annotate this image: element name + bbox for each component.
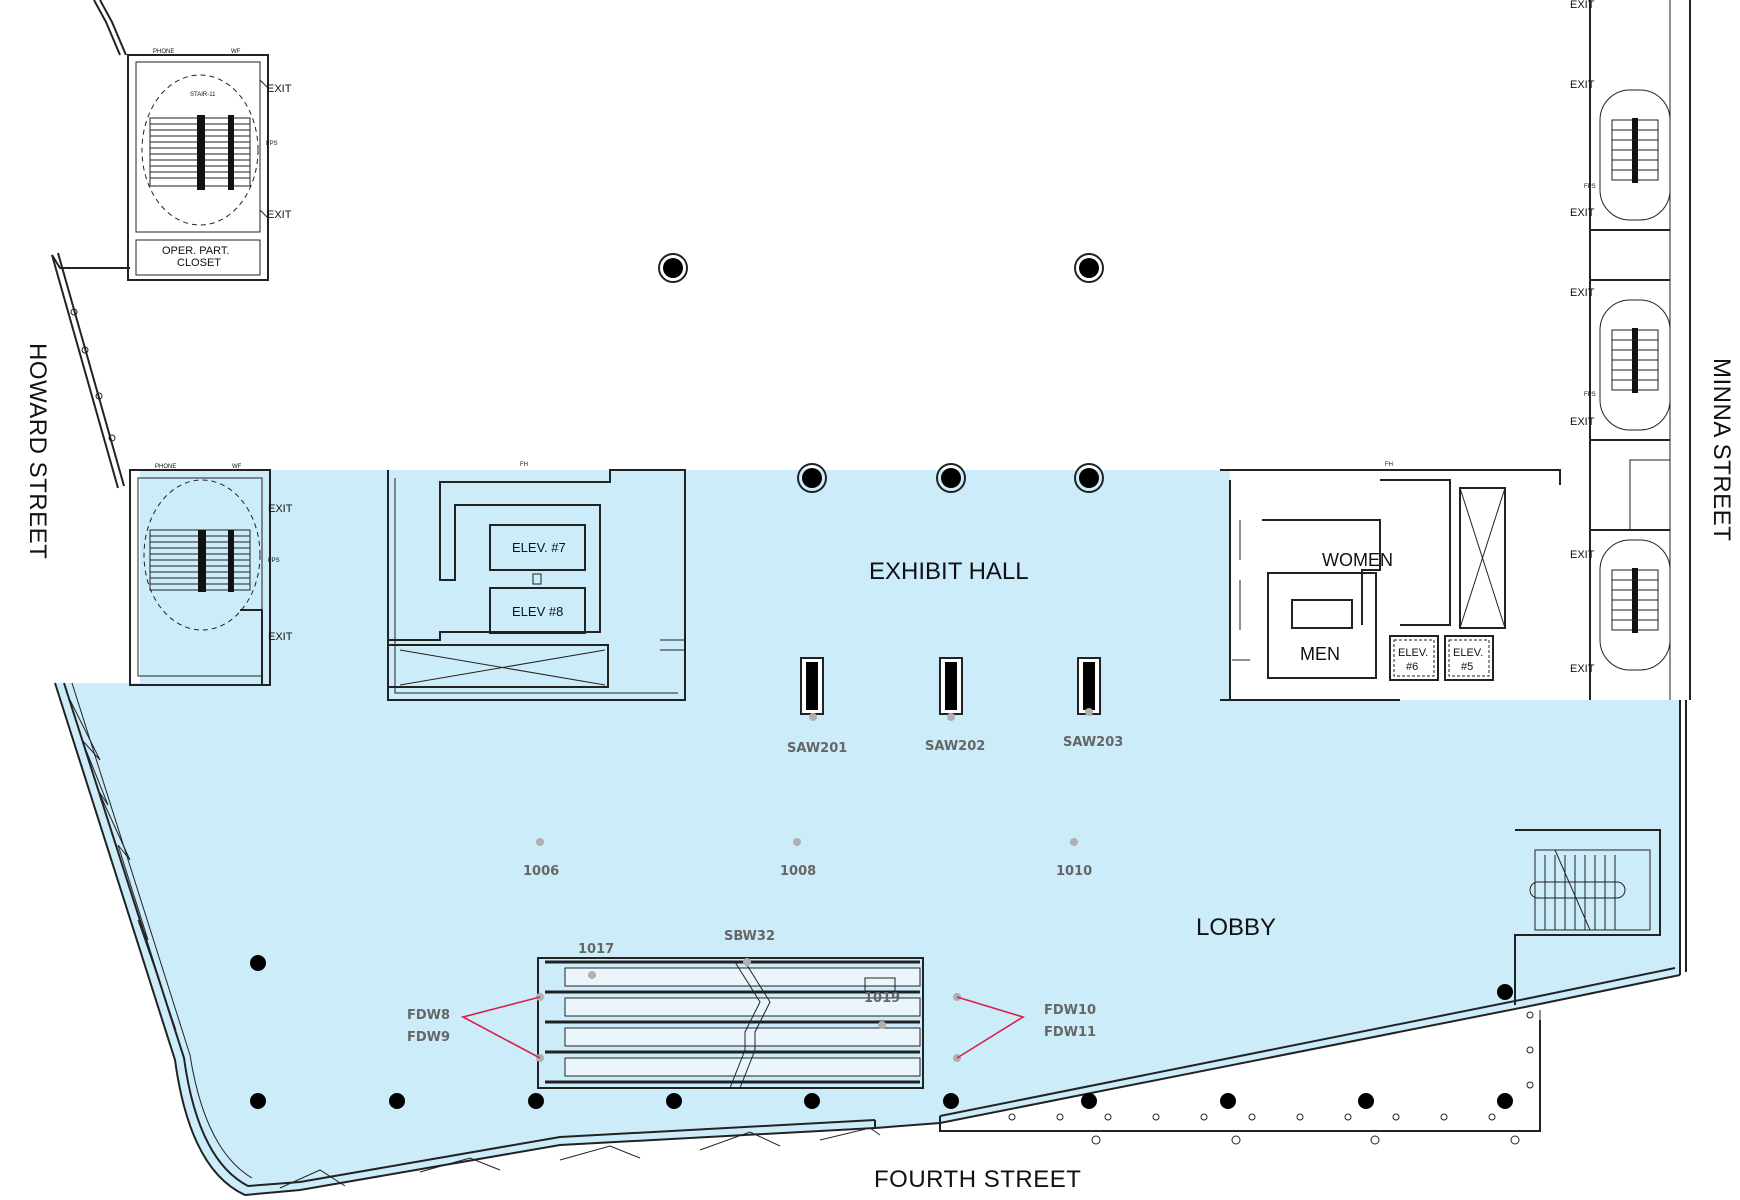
fourth-street-label: FOURTH STREET [874,1166,1081,1193]
fh-label-core: FH [520,462,528,468]
exit-label-e6: EXIT [1570,663,1595,675]
exit-label-e3: EXIT [1570,287,1595,299]
display-panels [800,657,1101,715]
exit-label-nw1: EXIT [267,83,292,95]
columns [250,253,1513,1109]
fps-label-nw: FPS [266,141,278,147]
elevator-5-label-line1: ELEV. [1453,647,1483,659]
booth-saw202[interactable]: SAW202 [925,739,985,754]
stair-treads [149,115,251,190]
exit-label-e4: EXIT [1570,416,1595,428]
stair-core-east [1589,0,1691,700]
elevator-5-label-line2: #5 [1461,661,1473,673]
booth-saw201[interactable]: SAW201 [787,741,847,756]
men-label: MEN [1300,644,1340,664]
booth-1010[interactable]: 1010 [1056,864,1092,879]
fps-label-sw: FPS [268,558,280,564]
howard-street-label: HOWARD STREET [24,343,51,559]
booth-1008[interactable]: 1008 [780,864,816,879]
stair-core-sw [129,469,271,686]
stair-core-nw [127,54,269,281]
wf-label-nw: WF [231,49,241,55]
booth-fdw11[interactable]: FDW11 [1044,1025,1096,1040]
central-escalators [537,957,924,1089]
stair-label: STAIR-11 [190,92,216,98]
exit-label-sw1: EXIT [268,503,293,515]
booth-1006[interactable]: 1006 [523,864,559,879]
pointer-fdw8-fdw9 [460,996,541,1059]
closet-label-line1: OPER. PART. [162,245,229,257]
women-label: WOMEN [1322,550,1393,570]
exit-label-sw2: EXIT [268,631,293,643]
booth-markers [536,708,1093,1062]
exit-label-e2: EXIT [1570,207,1595,219]
exit-label-e5: EXIT [1570,549,1595,561]
booth-fdw8[interactable]: FDW8 [407,1008,450,1023]
fps-label-e1: FPS [1584,184,1596,190]
fh-label-restroom: FH [1385,462,1393,468]
east-escalator [1514,829,1661,1005]
lobby-label: LOBBY [1196,914,1276,941]
exit-label-e0: EXIT [1570,0,1595,11]
restroom-core [1220,469,1561,701]
booth-fdw9[interactable]: FDW9 [407,1030,450,1045]
booth-saw203[interactable]: SAW203 [1063,735,1123,750]
elevator-6-label-line2: #6 [1406,661,1418,673]
pointer-fdw10-fdw11 [956,996,1025,1059]
elevator-6-label-line1: ELEV. [1398,647,1428,659]
highlighted-area [55,470,1680,1195]
minna-street-label: MINNA STREET [1708,358,1735,541]
closet-label-line2: CLOSET [177,257,221,269]
phone-label-sw: PHONE [155,464,176,470]
booth-sbw32[interactable]: SBW32 [724,929,775,944]
wf-label-sw: WF [232,464,242,470]
fps-label-e2: FPS [1584,392,1596,398]
core-elevators-7-8 [387,469,686,701]
booth-fdw10[interactable]: FDW10 [1044,1003,1096,1018]
exit-label-nw2: EXIT [267,209,292,221]
elevator-7-label: ELEV. #7 [512,540,566,555]
booth-1017[interactable]: 1017 [578,942,614,957]
exhibit-hall-label: EXHIBIT HALL [869,558,1029,585]
elevator-8-label: ELEV #8 [512,604,563,619]
exit-label-e1: EXIT [1570,79,1595,91]
phone-label-nw: PHONE [153,49,174,55]
booth-1019[interactable]: 1019 [864,991,900,1006]
street-posts [70,308,1534,1145]
